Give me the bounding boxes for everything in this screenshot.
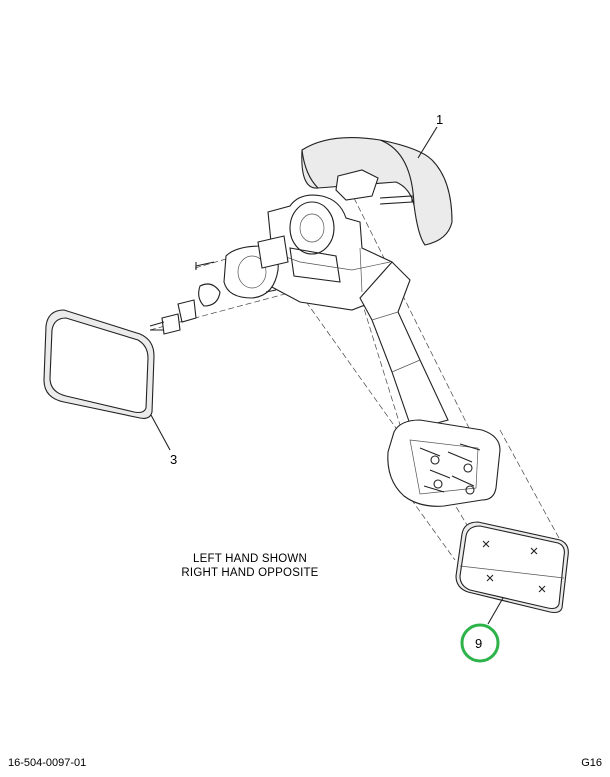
note-line-1: LEFT HAND SHOWN xyxy=(193,553,307,565)
upper-mirror-glass xyxy=(43,309,155,419)
orientation-note: LEFT HAND SHOWN RIGHT HAND OPPOSITE xyxy=(150,552,350,580)
callout-9: 9 xyxy=(475,636,482,651)
mirror-housing-cover xyxy=(301,136,453,246)
glass-backing-plate xyxy=(387,419,501,507)
mounting-hardware xyxy=(149,235,289,335)
callout-3: 3 xyxy=(170,452,177,467)
callout-1: 1 xyxy=(436,112,443,127)
part-number: 16-504-0097-01 xyxy=(8,757,87,769)
sheet-id: G16 xyxy=(581,757,602,769)
callout-leaders xyxy=(150,126,504,625)
callout-9-highlight-ring xyxy=(460,623,500,663)
note-line-2: RIGHT HAND OPPOSITE xyxy=(181,567,319,579)
mirror-arm xyxy=(359,261,449,431)
lower-mirror-glass xyxy=(455,521,569,614)
